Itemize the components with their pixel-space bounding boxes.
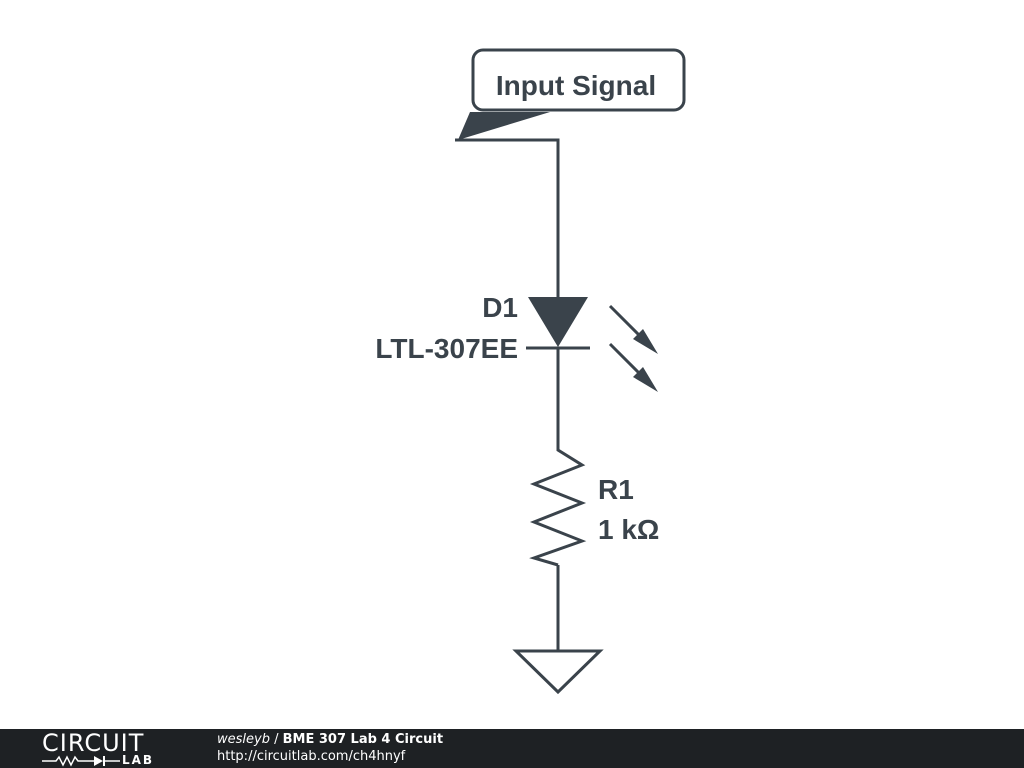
ground-icon[interactable] (512, 649, 604, 695)
diode-ref-label: D1 (482, 292, 518, 323)
resistor-r1[interactable]: R1 1 kΩ (529, 445, 659, 567)
footer-title-line: wesleyb / BME 307 Lab 4 Circuit (217, 731, 443, 748)
logo-text-top: CIRCUIT (42, 729, 145, 757)
title-separator: / (269, 732, 283, 747)
emission-arrow-2-head (633, 367, 658, 392)
resistor-ref-label: R1 (598, 474, 634, 505)
signal-flag-box (471, 48, 686, 112)
circuit-title[interactable]: BME 307 Lab 4 Circuit (282, 732, 444, 747)
emission-arrow-1-head (633, 329, 658, 354)
resistor-zigzag (529, 445, 587, 567)
wire-signal-to-diode (455, 138, 560, 297)
diode-d1[interactable]: D1 LTL-307EE (375, 292, 590, 364)
light-emission-arrows-icon (608, 304, 658, 392)
circuit-url-link[interactable]: http://circuitlab.com/ch4hnyf (217, 749, 406, 764)
diode-part-label: LTL-307EE (375, 333, 518, 364)
author-link[interactable]: wesleyb (217, 732, 270, 747)
logo-text-bottom: LAB (122, 753, 155, 767)
circuitlab-logo[interactable]: CIRCUIT LAB (42, 731, 182, 767)
footer-bar: CIRCUIT LAB wesleyb / BME 307 Lab 4 Circ… (0, 729, 1024, 768)
diode-triangle (528, 297, 588, 347)
logo-resistor-diode-icon (42, 755, 120, 767)
schematic-diagram: Input Signal D1 LTL-307EE R1 1 kΩ (375, 48, 686, 695)
signal-label: Input Signal (496, 70, 656, 101)
signal-flag-pointer (458, 112, 550, 140)
resistor-value-label: 1 kΩ (598, 514, 659, 545)
input-signal-flag[interactable]: Input Signal (458, 48, 686, 140)
footer-info: wesleyb / BME 307 Lab 4 Circuit http://c… (217, 731, 443, 765)
